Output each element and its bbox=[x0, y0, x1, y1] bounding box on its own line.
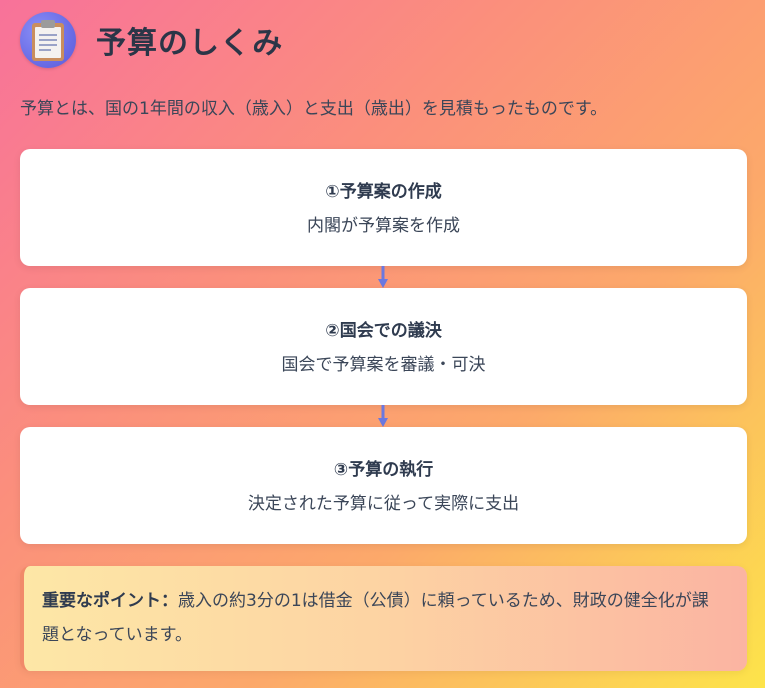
intro-text: 予算とは、国の1年間の収入（歳入）と支出（歳出）を見積もったものです。 bbox=[20, 99, 608, 119]
step-description: 内閣が予算案を作成 bbox=[307, 216, 460, 236]
step-card-3: ③予算の執行 決定された予算に従って実際に支出 bbox=[20, 427, 747, 544]
step-title: ②国会での議決 bbox=[325, 321, 442, 341]
arrow-down-icon bbox=[378, 266, 388, 288]
arrow-down-icon bbox=[378, 405, 388, 427]
important-point-box: 重要なポイント：歳入の約3分の1は借金（公債）に頼っているため、財政の健全化が課… bbox=[20, 566, 747, 671]
header: 予算のしくみ bbox=[20, 12, 283, 68]
clipboard-icon bbox=[20, 12, 76, 68]
step-card-1: ①予算案の作成 内閣が予算案を作成 bbox=[20, 149, 747, 266]
page-title: 予算のしくみ bbox=[96, 26, 284, 61]
point-text: 歳入の約3分の1は借金（公債）に頼っているため、財政の健全化が課題となっています… bbox=[42, 591, 709, 645]
step-description: 決定された予算に従って実際に支出 bbox=[247, 494, 520, 514]
point-label: 重要なポイント： bbox=[42, 591, 178, 611]
point-text-block: 重要なポイント：歳入の約3分の1は借金（公債）に頼っているため、財政の健全化が課… bbox=[42, 584, 725, 652]
step-description: 国会で予算案を審議・可決 bbox=[281, 355, 486, 375]
step-title: ①予算案の作成 bbox=[325, 182, 442, 202]
step-title: ③予算の執行 bbox=[333, 460, 434, 480]
step-card-2: ②国会での議決 国会で予算案を審議・可決 bbox=[20, 288, 747, 405]
